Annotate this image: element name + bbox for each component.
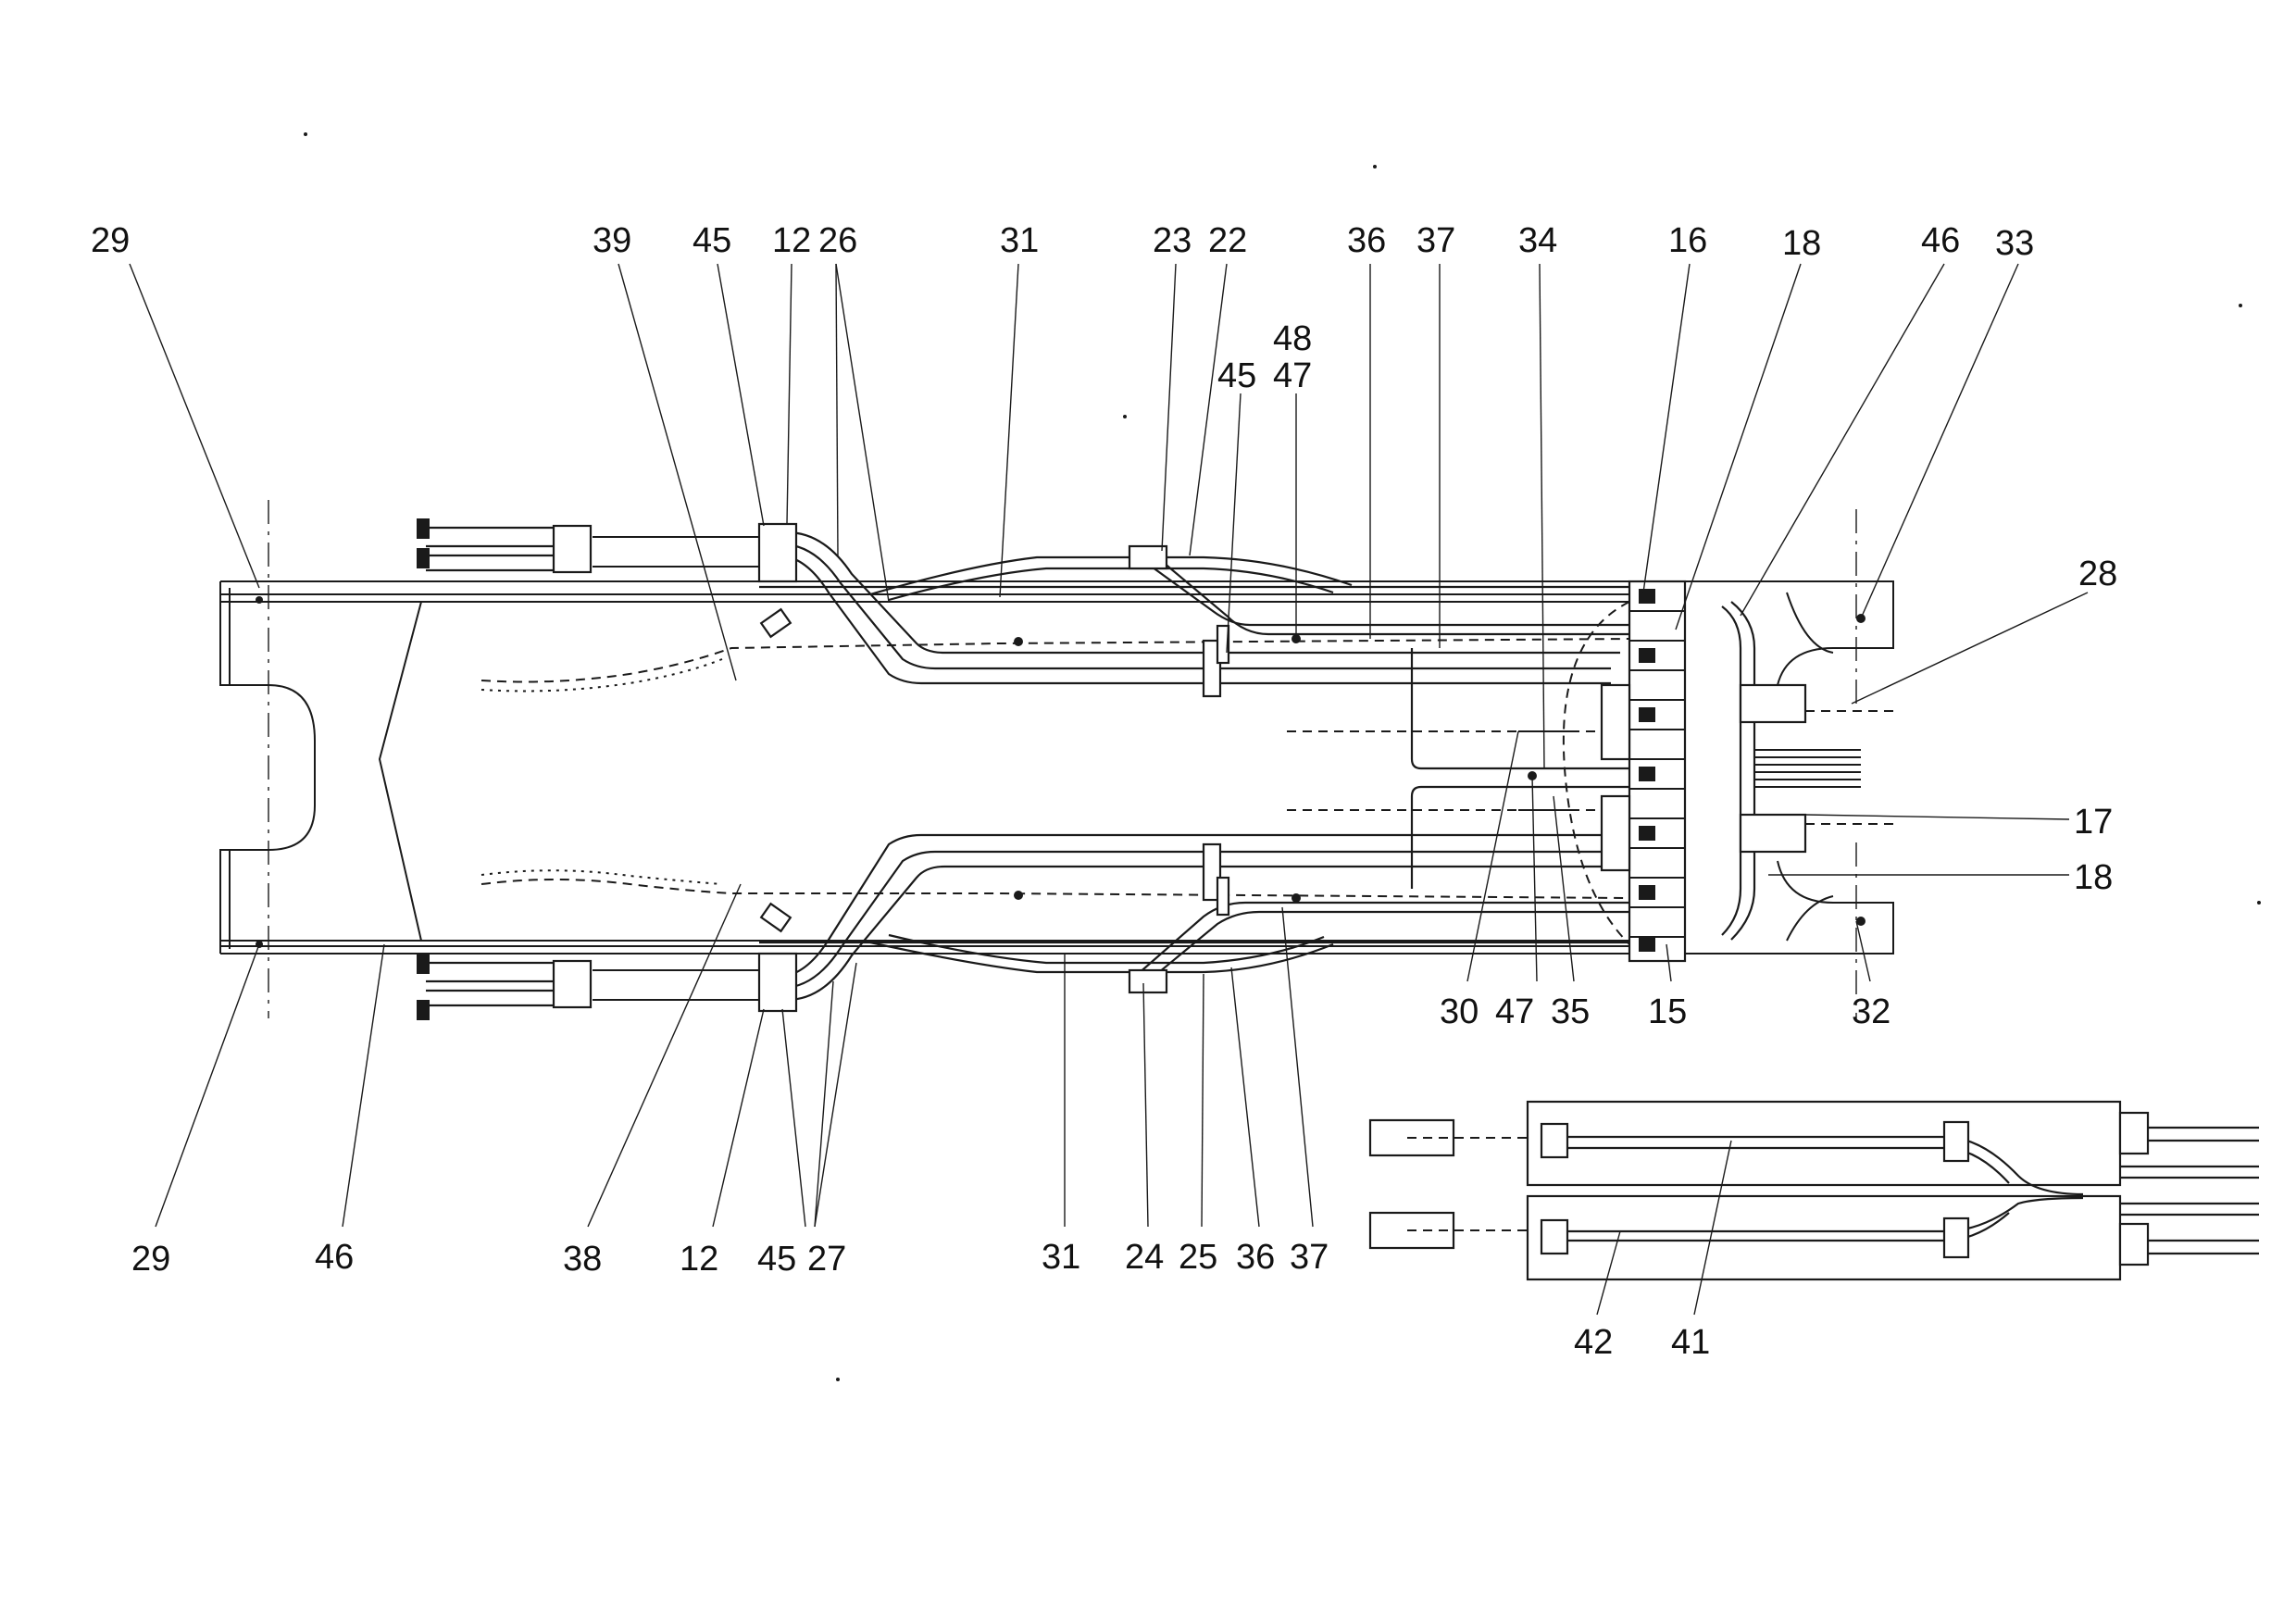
lower-pipe-bundle [480,833,1630,1002]
callout-39: 39 [593,221,631,260]
callout-46-bottom: 46 [315,1238,354,1277]
callout-47-top: 47 [1273,356,1312,395]
callout-32: 32 [1852,992,1890,1031]
upper-pipe-bundle [480,530,1630,692]
callout-24: 24 [1125,1238,1164,1277]
callout-12-bottom: 12 [680,1240,718,1279]
callout-33: 33 [1995,224,2034,263]
callout-46-top: 46 [1921,221,1960,260]
callout-45-top: 45 [693,221,731,260]
callout-41: 41 [1671,1323,1710,1362]
callout-38: 38 [563,1240,602,1279]
callout-26: 26 [818,221,857,260]
callout-18-top: 18 [1782,224,1821,263]
callout-15: 15 [1648,992,1687,1031]
callout-36-top: 36 [1347,221,1386,260]
callout-12-top: 12 [772,221,811,260]
callout-23: 23 [1153,221,1192,260]
inset-cylinders [1368,1100,2259,1281]
callout-labels: 29 39 45 12 26 31 23 22 36 37 34 16 18 4… [91,221,2117,1362]
callout-31-top: 31 [1000,221,1039,260]
callout-29-top: 29 [91,221,130,260]
callout-35: 35 [1551,992,1590,1031]
callout-30: 30 [1440,992,1479,1031]
callout-36-bottom: 36 [1236,1238,1275,1277]
left-upper-cylinder-pair [417,518,798,583]
callout-48: 48 [1273,319,1312,358]
callout-22: 22 [1208,221,1247,260]
leader-lines [129,263,2089,1316]
callout-42: 42 [1574,1323,1613,1362]
callout-28: 28 [2078,555,2117,593]
callout-17: 17 [2074,803,2113,842]
main-frame [219,500,1894,1018]
callout-37-top: 37 [1416,221,1455,260]
callout-18-right: 18 [2074,858,2113,897]
callout-25: 25 [1179,1238,1217,1277]
callout-29-bottom: 29 [131,1240,170,1279]
valve-block [1600,580,1893,963]
callout-47-bottom: 47 [1495,992,1534,1031]
callout-31-bottom: 31 [1042,1238,1080,1277]
inner-right-pipes [1287,601,1756,945]
left-lower-cylinder-pair [417,952,798,1020]
scan-specks [304,132,2261,1381]
clamps [256,544,1537,994]
callout-37-bottom: 37 [1290,1238,1329,1277]
callout-27: 27 [807,1240,846,1279]
callout-45-bottom: 45 [757,1240,796,1279]
callout-16: 16 [1668,221,1707,260]
callout-34: 34 [1518,221,1557,260]
callout-45-mid: 45 [1217,356,1256,395]
